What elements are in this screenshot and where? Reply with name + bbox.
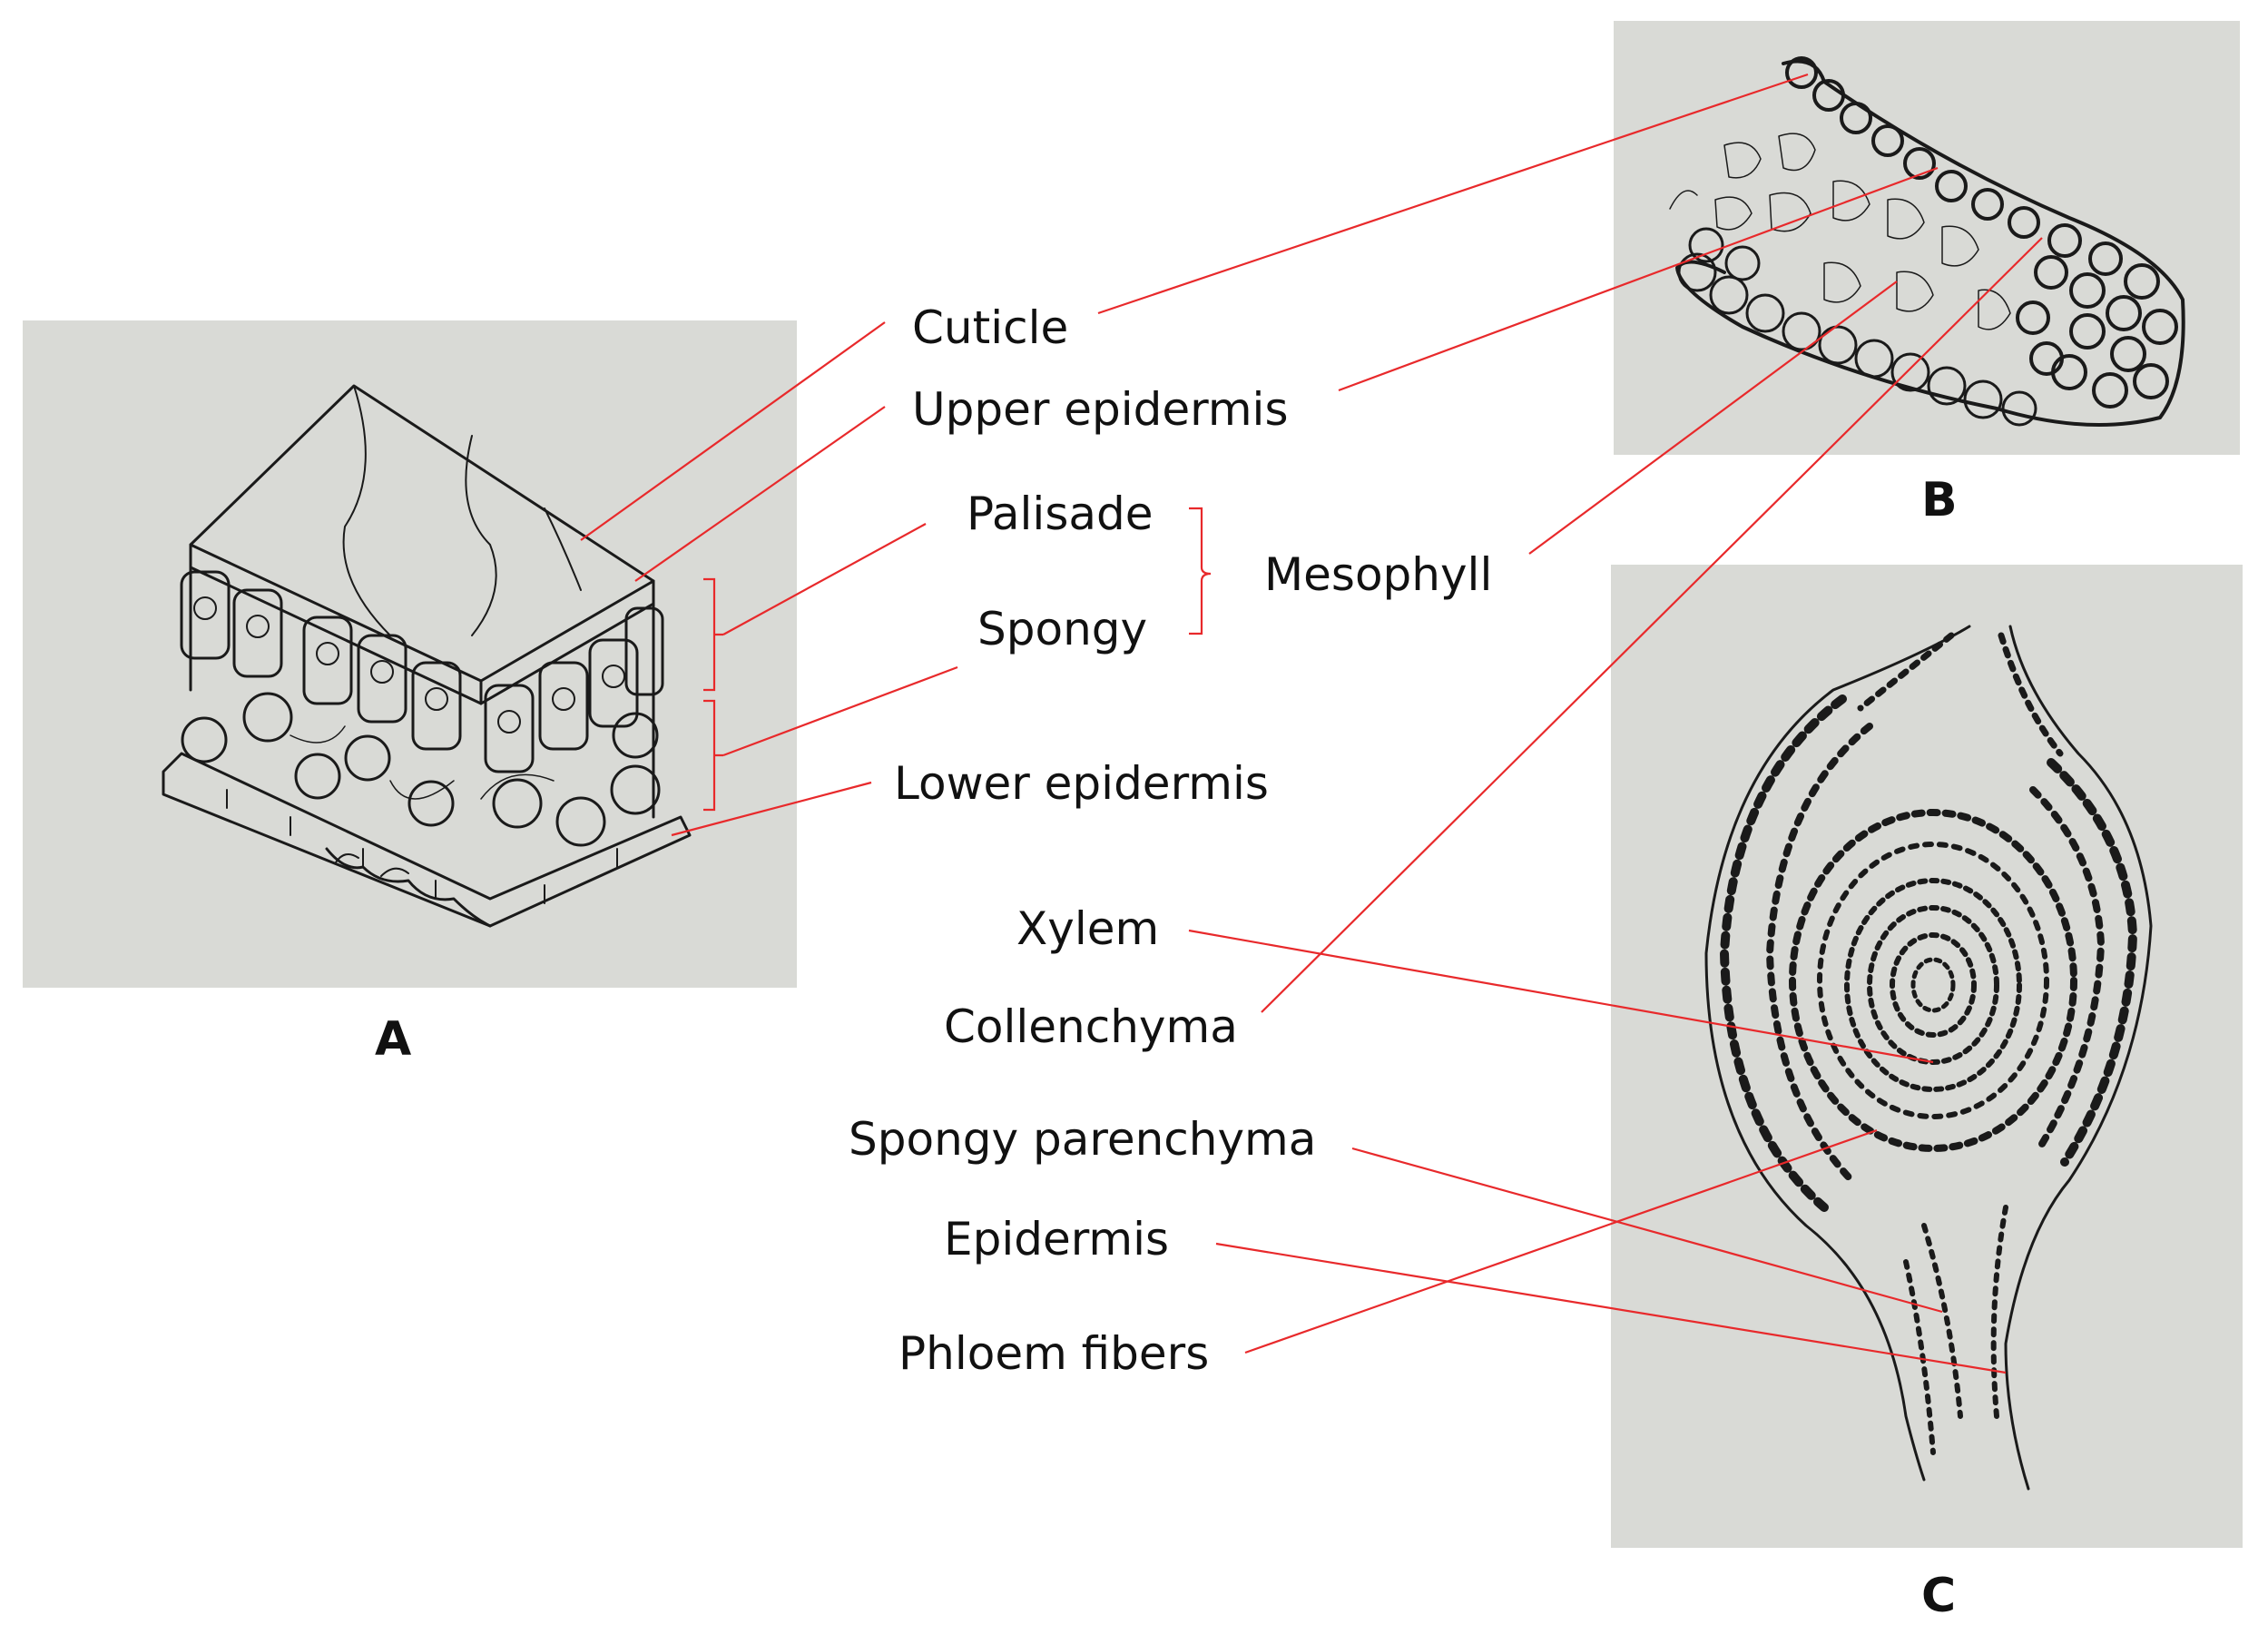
leader-cuticle-b — [1097, 73, 1809, 315]
leader-upper-epidermis-b — [1338, 166, 1939, 392]
panel-c — [1611, 565, 2243, 1548]
palisade-cells — [180, 570, 664, 773]
collenchyma-cells — [1785, 56, 2178, 409]
leader-xylem — [1188, 929, 1934, 1064]
tail-cells — [1857, 632, 2064, 1455]
leader-lower-epidermis — [671, 781, 872, 837]
leader-mesophyll-b — [1528, 281, 1898, 555]
panel-b — [1614, 21, 2240, 455]
panel-a-photo — [23, 320, 797, 988]
label-spongy: Spongy — [977, 603, 1147, 655]
label-spongy-parenchyma: Spongy parenchyma — [849, 1113, 1316, 1166]
panel-b-photo — [1614, 21, 2240, 455]
spongy-brace-left — [703, 699, 723, 812]
palisade-brace-left — [703, 577, 723, 692]
label-cuticle: Cuticle — [912, 301, 1068, 354]
labels: Cuticle Upper epidermis Palisade Spongy … — [375, 301, 1958, 1623]
panel-letter-c: C — [1921, 1569, 1956, 1623]
mesophyll-braces — [703, 507, 1212, 812]
label-upper-epidermis: Upper epidermis — [912, 383, 1289, 436]
outer-cell-ring — [1720, 694, 2137, 1212]
leader-phloem-fibers — [1244, 1128, 1878, 1354]
leader-lines — [580, 73, 2043, 1374]
vascular-bundle-drawing — [1704, 625, 2153, 1491]
label-palisade: Palisade — [967, 488, 1154, 540]
panel-letter-b: B — [1921, 473, 1958, 527]
panel-a — [23, 320, 797, 988]
leader-cuticle-a — [580, 321, 886, 541]
lower-cells — [1677, 227, 2037, 427]
mesophyll-cells — [1669, 133, 2011, 330]
leader-palisade — [722, 523, 927, 635]
phloem-ring — [1789, 809, 2077, 1152]
leader-upper-epidermis-a — [634, 406, 886, 582]
label-collenchyma: Collenchyma — [944, 1000, 1238, 1053]
label-xylem: Xylem — [1016, 902, 1159, 955]
leader-spongy — [722, 665, 958, 757]
leader-collenchyma — [1261, 237, 2043, 1013]
mesophyll-brace — [1189, 507, 1212, 635]
label-phloem-fibers: Phloem fibers — [898, 1327, 1209, 1380]
label-mesophyll: Mesophyll — [1264, 548, 1492, 601]
leader-spongy-parenchyma — [1351, 1147, 1943, 1314]
leader-epidermis — [1215, 1242, 2007, 1374]
label-lower-epidermis: Lower epidermis — [894, 757, 1269, 810]
panel-letter-a: A — [375, 1012, 411, 1067]
leaf-block-drawing — [162, 384, 692, 928]
spongy-cells — [181, 692, 661, 847]
midrib-section-drawing — [1669, 56, 2185, 427]
label-epidermis: Epidermis — [944, 1213, 1169, 1266]
